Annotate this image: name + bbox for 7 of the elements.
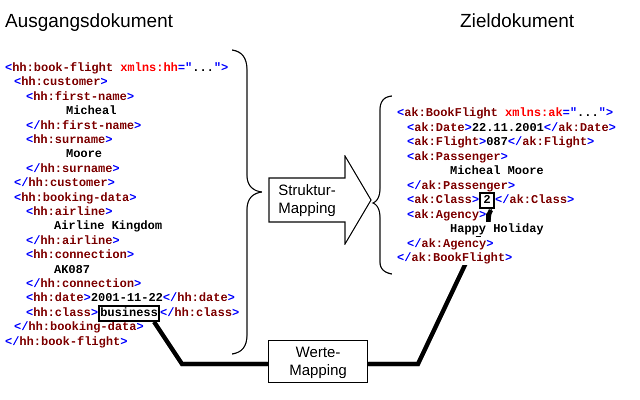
mapping-box: Werte- Mapping [268, 340, 368, 383]
document-heading: Ausgangsdokument [5, 10, 173, 34]
arrow-label: Struktur- Mapping [277, 181, 337, 219]
document-heading: Zieldokument [460, 10, 574, 34]
connector-line [152, 320, 268, 366]
highlighted-value: business [98, 304, 160, 322]
highlighted-value: 2 [479, 192, 495, 209]
